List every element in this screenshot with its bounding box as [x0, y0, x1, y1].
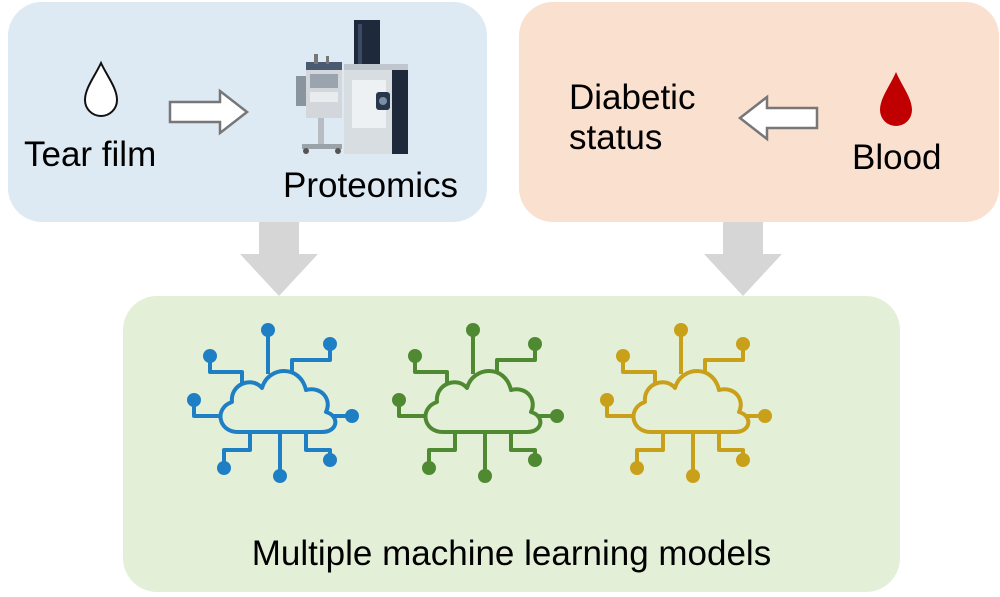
circuit-node	[203, 349, 217, 363]
down-arrow-icon	[704, 222, 782, 296]
circuit-node	[550, 409, 564, 423]
circuit-wire	[290, 344, 332, 376]
diabetic-status-label: Diabetic status	[569, 78, 696, 158]
droplet-outline-icon	[83, 60, 119, 117]
blood-drop-icon	[880, 72, 912, 126]
down-arrow-icon	[240, 222, 318, 296]
circuit-node	[478, 469, 492, 483]
circuit-node	[422, 461, 436, 475]
outline-arrow-left-icon	[737, 94, 819, 142]
circuit-node	[187, 393, 201, 407]
mass-spectrometer-icon	[296, 20, 408, 154]
circuit-node	[736, 337, 750, 351]
cloud-outline	[631, 369, 751, 434]
circuit-node	[758, 409, 772, 423]
circuit-node	[408, 349, 422, 363]
circuit-node	[528, 453, 542, 467]
circuit-node	[616, 349, 630, 363]
circuit-wire	[703, 344, 745, 376]
ml-cloud-icon	[187, 323, 359, 483]
circuit-wire	[635, 432, 665, 468]
circuit-node	[345, 409, 359, 423]
circuit-wire	[427, 432, 457, 468]
circuit-node	[630, 461, 644, 475]
tear-film-label: Tear film	[24, 135, 157, 174]
circuit-node	[392, 393, 406, 407]
cloud-outline	[423, 369, 543, 434]
outline-arrow-right-icon	[168, 88, 250, 136]
circuit-node	[736, 453, 750, 467]
blood-label: Blood	[852, 138, 942, 177]
circuit-node	[466, 323, 480, 337]
circuit-node	[600, 393, 614, 407]
proteomics-label: Proteomics	[283, 166, 459, 205]
ml-cloud-icon	[600, 323, 772, 483]
ml-models-label: Multiple machine learning models	[251, 534, 772, 573]
circuit-node	[217, 461, 231, 475]
circuit-node	[528, 337, 542, 351]
circuit-node	[323, 453, 337, 467]
circuit-node	[686, 469, 700, 483]
ml-cloud-icon	[392, 323, 564, 483]
circuit-node	[273, 469, 287, 483]
circuit-node	[674, 323, 688, 337]
cloud-outline	[218, 369, 338, 434]
circuit-wire	[222, 432, 252, 468]
circuit-wire	[495, 344, 537, 376]
circuit-node	[323, 337, 337, 351]
circuit-node	[261, 323, 275, 337]
